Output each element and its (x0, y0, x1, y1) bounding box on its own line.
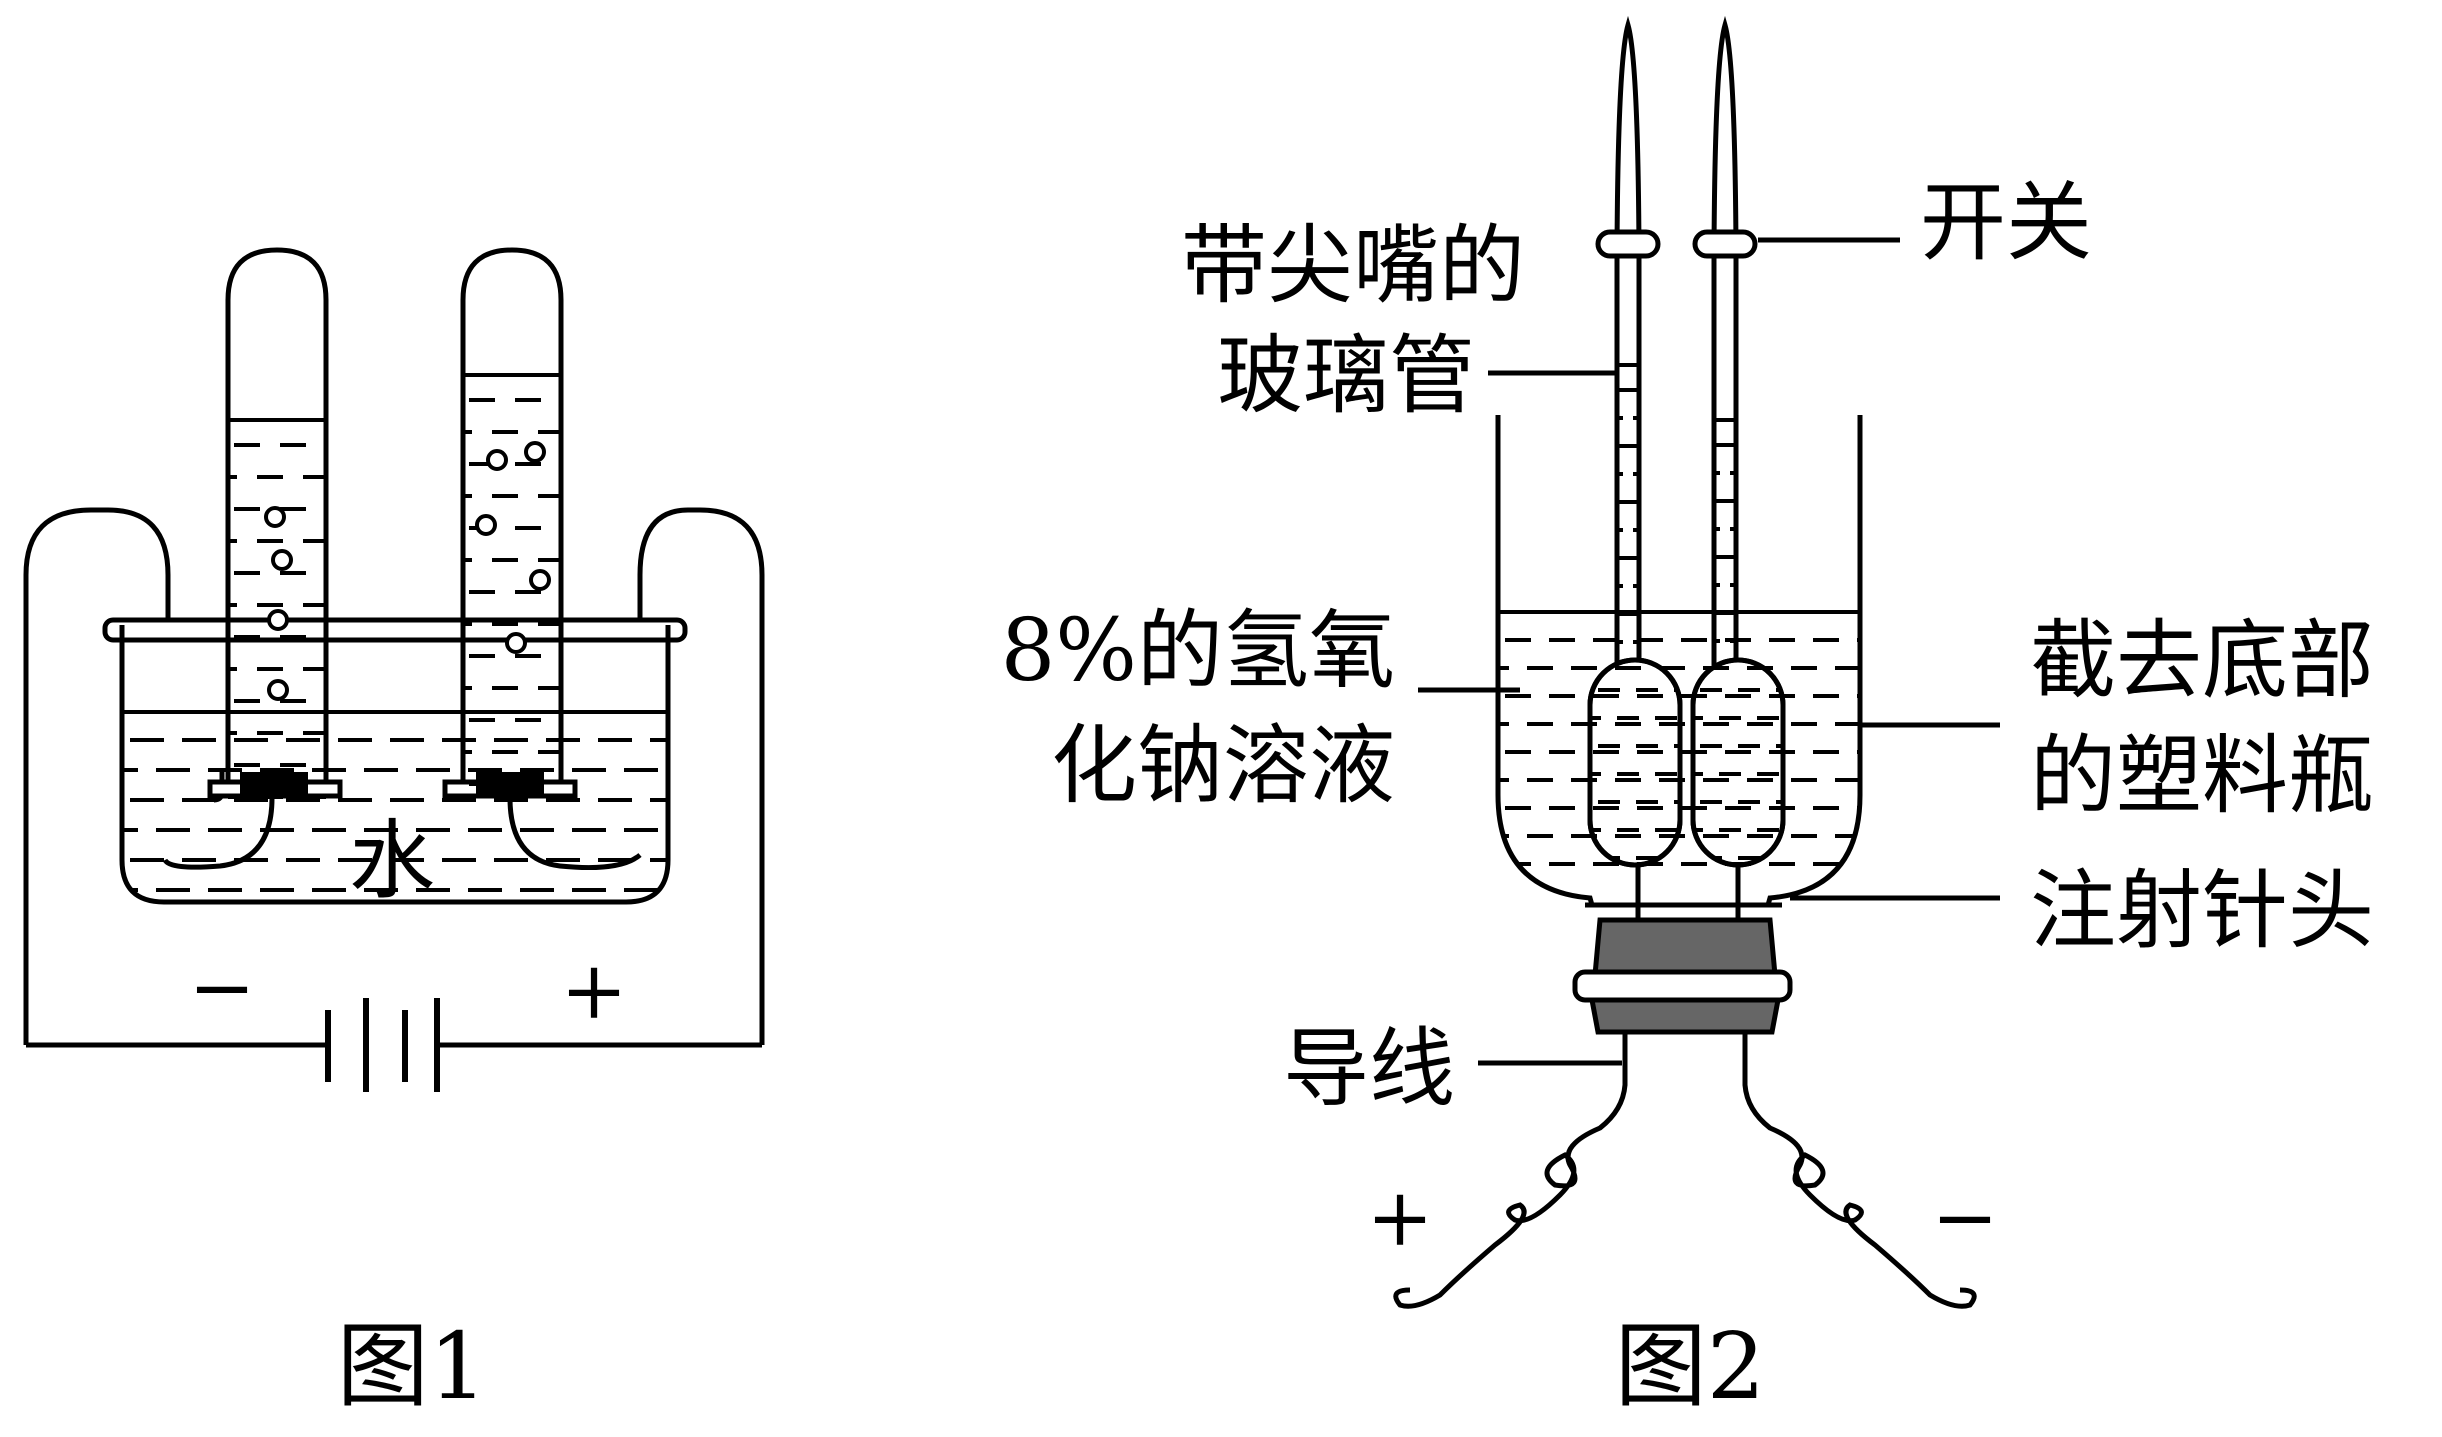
fig2-negative-sign: − (1931, 1171, 1998, 1264)
battery (325, 998, 440, 1092)
stopper-assembly (1572, 865, 1793, 1035)
label-naoh-line2: 化钠溶液 (1051, 716, 1395, 816)
figure-1-caption: 图1 (337, 1313, 488, 1420)
rubber-stopper-upper (1592, 917, 1778, 978)
water-label: 水 (349, 811, 435, 911)
plastic-bottle (1495, 415, 1863, 906)
liquid-bulb-right (1693, 688, 1783, 860)
positive-terminal-sign: + (560, 944, 627, 1037)
figure-2 (1495, 15, 1863, 906)
glass-tube-tip-right (1711, 15, 1739, 251)
lead-wires (1393, 1032, 1977, 1309)
label-bottle-line2: 的塑料瓶 (2030, 726, 2374, 826)
wire-right (637, 507, 765, 1045)
liquid-stem-right (1714, 443, 1736, 643)
liquid-stem-left (1617, 388, 1639, 644)
label-naoh-line1: 8%的氢氧 (1001, 601, 1395, 701)
figure-1 (23, 247, 765, 1092)
label-switch: 开关 (1920, 173, 2092, 273)
label-needle: 注射针头 (2030, 861, 2374, 961)
leader-lines (1418, 237, 2000, 1066)
water-basin (119, 625, 671, 905)
basin-rim (102, 617, 688, 643)
test-tube-right (460, 247, 564, 790)
label-bottle-line1: 截去底部 (2030, 611, 2374, 711)
fig2-positive-sign: + (1366, 1171, 1433, 1264)
liquid-left-tube (228, 443, 326, 799)
label-glass-tube-line2: 玻璃管 (1217, 326, 1475, 426)
negative-terminal-sign: − (188, 941, 255, 1034)
electrode-right (442, 772, 642, 871)
electrode-left (162, 772, 343, 870)
figure-2-caption: 图2 (1615, 1313, 1766, 1420)
liquid-bottle (1498, 638, 1860, 866)
stopper-ring (1572, 969, 1793, 1003)
switch-right (1692, 229, 1758, 259)
wire-left (23, 507, 171, 1045)
rubber-stopper-lower (1588, 997, 1782, 1035)
label-wire: 导线 (1283, 1019, 1455, 1119)
gas-bubbles (264, 441, 551, 701)
switch-left (1595, 229, 1661, 259)
liquid-basin (122, 738, 668, 892)
glass-tube-tip-left (1614, 15, 1642, 251)
label-glass-tube-line1: 带尖嘴的 (1181, 216, 1525, 316)
test-tube-left (225, 247, 329, 790)
